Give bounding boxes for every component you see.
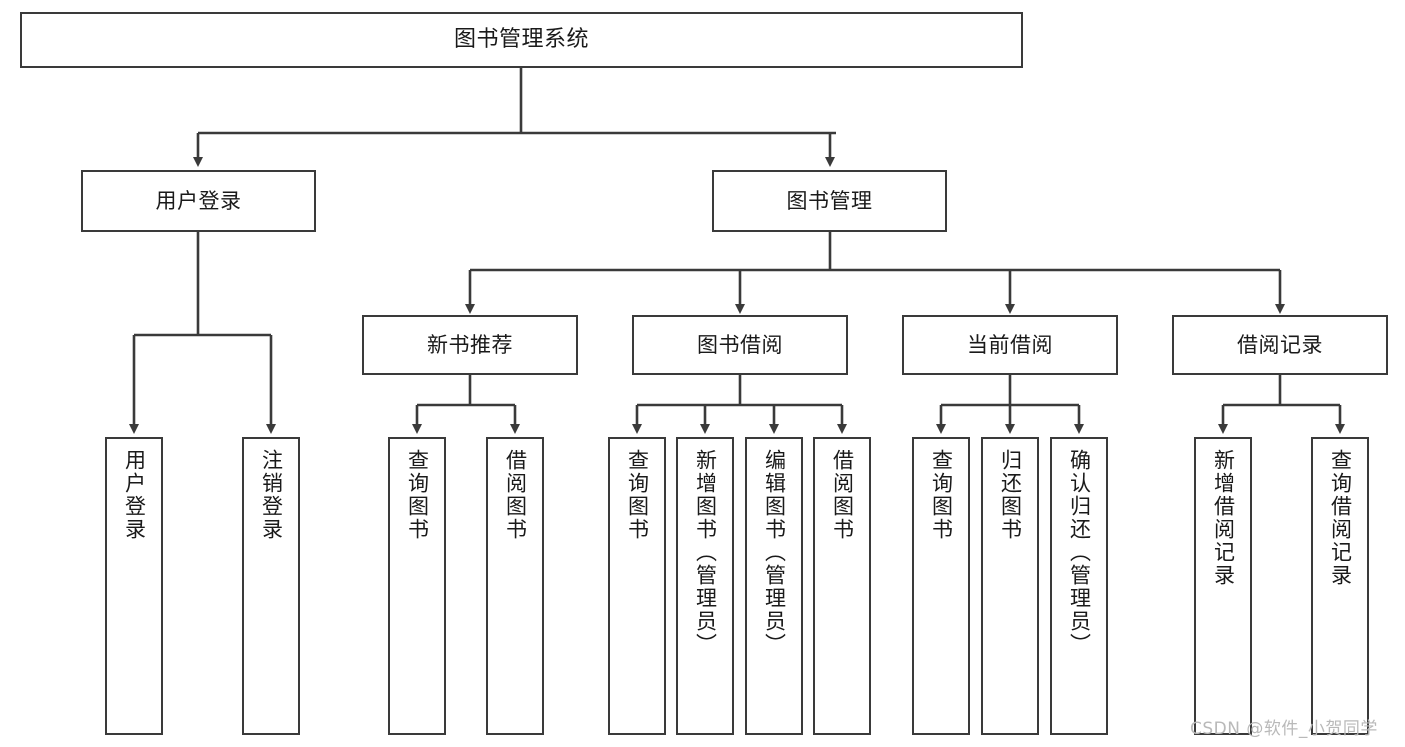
csdn-watermark: CSDN @软件_小贺同学 [1190,719,1378,739]
node-label: 查询图书 [405,449,430,541]
leaf-borrow-query-book[interactable]: 查询图书 [608,437,666,735]
node-label: 查询图书 [625,449,650,541]
node-label: 用户登录 [122,449,147,541]
node-label: 编辑图书（管理员） [762,449,787,656]
node-label: 归还图书 [998,449,1023,541]
node-root-book-management-system[interactable]: 图书管理系统 [20,12,1023,68]
leaf-current-return-book[interactable]: 归还图书 [981,437,1039,735]
node-book-management[interactable]: 图书管理 [712,170,947,232]
leaf-new-book-borrow-book[interactable]: 借阅图书 [486,437,544,735]
node-label: 新增图书（管理员） [693,449,718,656]
node-label: 确认归还（管理员） [1067,449,1092,656]
node-label: 借阅图书 [503,449,528,541]
leaf-borrow-edit-book-admin[interactable]: 编辑图书（管理员） [745,437,803,735]
node-label: 图书管理系统 [453,27,589,53]
leaf-current-query-book[interactable]: 查询图书 [912,437,970,735]
leaf-record-add-record[interactable]: 新增借阅记录 [1194,437,1252,735]
node-current-borrowing[interactable]: 当前借阅 [902,315,1118,375]
node-label: 图书管理 [786,188,873,213]
node-user-login[interactable]: 用户登录 [81,170,316,232]
node-label: 查询借阅记录 [1328,449,1353,587]
node-label: 借阅记录 [1237,332,1323,357]
node-book-borrowing[interactable]: 图书借阅 [632,315,848,375]
node-label: 用户登录 [155,188,242,213]
node-label: 新增借阅记录 [1211,449,1236,587]
leaf-current-confirm-return-admin[interactable]: 确认归还（管理员） [1050,437,1108,735]
leaf-borrow-add-book-admin[interactable]: 新增图书（管理员） [676,437,734,735]
leaf-user-login-logout[interactable]: 注销登录 [242,437,300,735]
leaf-borrow-borrow-book[interactable]: 借阅图书 [813,437,871,735]
leaf-user-login-login[interactable]: 用户登录 [105,437,163,735]
node-label: 借阅图书 [830,449,855,541]
node-label: 查询图书 [929,449,954,541]
node-label: 图书借阅 [697,332,783,357]
node-label: 当前借阅 [967,332,1053,357]
leaf-record-query-record[interactable]: 查询借阅记录 [1311,437,1369,735]
leaf-new-book-query-book[interactable]: 查询图书 [388,437,446,735]
node-label: 注销登录 [259,449,284,541]
node-borrowing-record[interactable]: 借阅记录 [1172,315,1388,375]
node-new-book-recommendation[interactable]: 新书推荐 [362,315,578,375]
node-label: 新书推荐 [427,332,513,357]
